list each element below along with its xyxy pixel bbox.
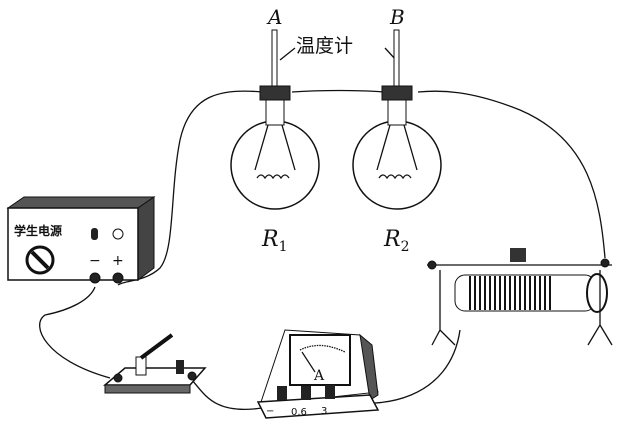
ammeter-dial [289,334,351,386]
label-thermometer-a: A [266,5,282,29]
ammeter-label-3: 3 [321,406,327,417]
ammeter-label-minus: − [266,406,274,417]
indicator-light [112,228,124,240]
ammeter-needle [301,351,316,373]
knife-switch[interactable] [102,333,207,394]
stopper-b [381,85,413,101]
heating-coil-r1 [256,174,290,180]
ammeter-terminal-0-6[interactable] [301,386,311,400]
ammeter-label-0-6: 0.6 [291,407,307,418]
minus-terminal-label: − [89,253,101,269]
label-r1: R1 [261,227,288,255]
minus-terminal[interactable] [89,272,101,284]
rheostat [427,248,613,346]
rheostat-slider[interactable] [510,248,526,262]
flask-r2 [352,29,442,210]
label-thermometer: 温度计 [296,35,353,57]
label-thermometer-b: B [389,5,405,29]
stopper-a [259,85,291,101]
power-supply-title: 学生电源 [14,223,62,238]
heating-coil-r2 [378,174,412,180]
toggle-switch[interactable] [91,228,98,240]
flask-r1 [230,29,320,210]
ammeter-symbol: A [313,368,325,384]
ammeter-terminal-minus[interactable] [277,386,287,400]
ammeter-terminal-3[interactable] [325,385,335,399]
power-supply: 学生电源 − + [6,196,156,284]
label-r2: R2 [383,227,410,255]
plus-terminal[interactable] [112,272,124,284]
plus-terminal-label: + [112,253,124,269]
ammeter: A − 0.6 3 [256,329,380,419]
